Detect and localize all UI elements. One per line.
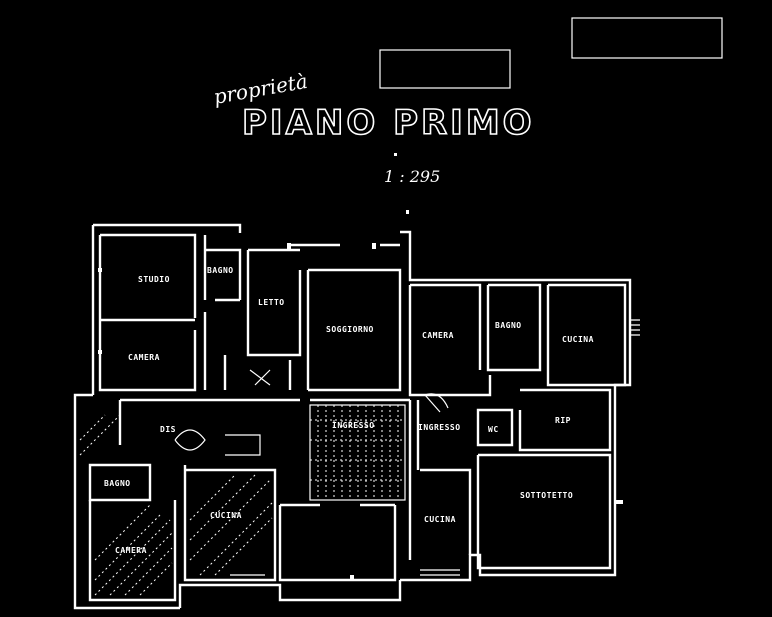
room-label-bagno-3: BAGNO	[104, 479, 131, 488]
room-label-bagno-1: BAGNO	[207, 266, 234, 275]
room-label-cucina-2: CUCINA	[210, 511, 242, 520]
room-label-dis: DIS	[160, 425, 176, 434]
door-swings	[174, 369, 449, 456]
plan-title: PIANO PRIMO	[242, 103, 535, 143]
room-label-studio: STUDIO	[138, 275, 170, 284]
small-marks	[98, 153, 623, 579]
room-label-cucina-3: CUCINA	[424, 515, 456, 524]
room-label-camera-2: CAMERA	[422, 331, 454, 340]
room-label-sottotetto: SOTTOTETTO	[520, 491, 573, 500]
room-label-rip: RIP	[555, 416, 571, 425]
blank-box-left	[379, 49, 511, 89]
room-label-bagno-2: BAGNO	[495, 321, 522, 330]
room-label-soggiorno: SOGGIORNO	[326, 325, 374, 334]
room-label-wc: WC	[488, 425, 499, 434]
room-label-ingresso: INGRESSO	[418, 423, 461, 432]
room-label-camera-3: CAMERA	[115, 546, 147, 555]
room-label-letto: LETTO	[258, 298, 285, 307]
scale-label: 1 : 295	[384, 167, 440, 186]
room-label-cucina-1: CUCINA	[562, 335, 594, 344]
interior-walls	[88, 233, 627, 602]
stair-hatch	[309, 404, 406, 501]
blank-box-right	[571, 17, 723, 59]
room-label-camera-1: CAMERA	[128, 353, 160, 362]
diagonal-hatch	[79, 414, 273, 596]
outer-walls	[73, 223, 632, 610]
room-label-ingresso-2: INGRESSO	[332, 421, 375, 430]
windows	[230, 319, 640, 576]
room-labels: STUDIO BAGNO CAMERA LETTO SOGGIORNO CAME…	[104, 266, 594, 555]
